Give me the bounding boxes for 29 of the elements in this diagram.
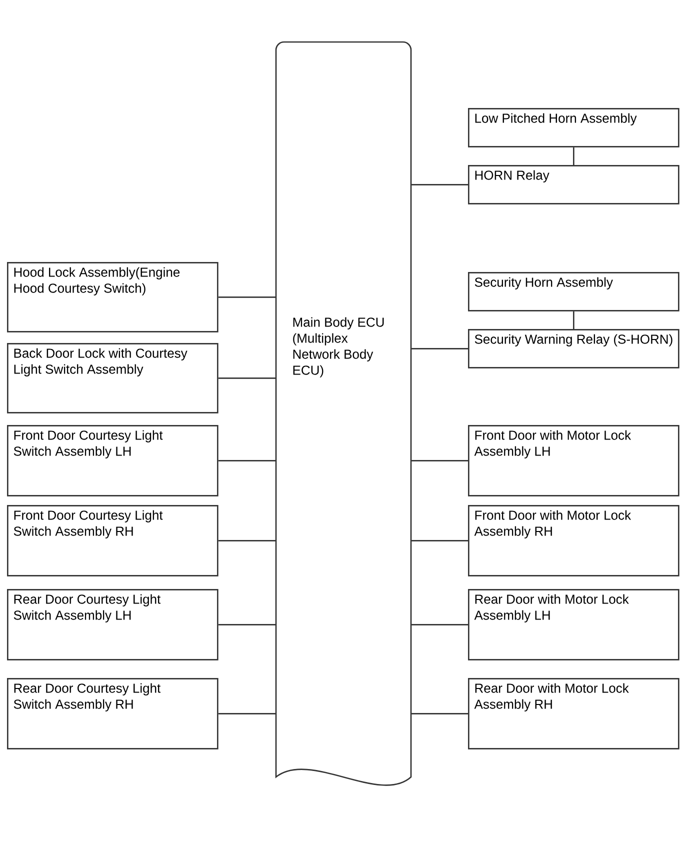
component-box: Rear Door with Motor Lock Assembly LH bbox=[468, 589, 680, 660]
component-box: Rear Door Courtesy Light Switch Assembly RH bbox=[7, 678, 218, 750]
component-box: Back Door Lock with Courtesy Light Switch Assembly bbox=[7, 343, 218, 414]
connector-line bbox=[218, 460, 276, 462]
component-box: Rear Door Courtesy Light Switch Assembly LH bbox=[7, 589, 218, 660]
component-box: Security Warning Relay (S-HORN) bbox=[468, 329, 680, 368]
component-box: Hood Lock Assembly(Engine Hood Courtesy Switch) bbox=[7, 262, 218, 332]
component-box: Security Horn Assembly bbox=[468, 272, 680, 312]
connector-line bbox=[218, 540, 276, 542]
component-box: Front Door Courtesy Light Switch Assembly RH bbox=[7, 505, 218, 576]
component-box: Front Door Courtesy Light Switch Assembly LH bbox=[7, 425, 218, 496]
component-box: HORN Relay bbox=[468, 165, 680, 204]
connector-line bbox=[412, 184, 468, 186]
connector-line bbox=[218, 713, 276, 714]
connector-line bbox=[218, 378, 276, 379]
ecu-block: Main Body ECU (Multiplex Network Body ECU) bbox=[275, 41, 412, 786]
connector-line bbox=[573, 311, 574, 329]
component-box: Rear Door with Motor Lock Assembly RH bbox=[468, 678, 680, 750]
connector-line bbox=[412, 348, 468, 350]
connector-line bbox=[218, 624, 276, 626]
connector-line bbox=[412, 540, 468, 542]
connector-line bbox=[412, 624, 468, 626]
connector-line bbox=[218, 296, 276, 298]
connector-line bbox=[412, 460, 468, 462]
component-box: Front Door with Motor Lock Assembly RH bbox=[468, 505, 680, 576]
component-box: Front Door with Motor Lock Assembly LH bbox=[468, 425, 680, 496]
component-box: Low Pitched Horn Assembly bbox=[468, 108, 680, 148]
connector-line bbox=[573, 147, 574, 165]
connector-line bbox=[412, 713, 468, 714]
